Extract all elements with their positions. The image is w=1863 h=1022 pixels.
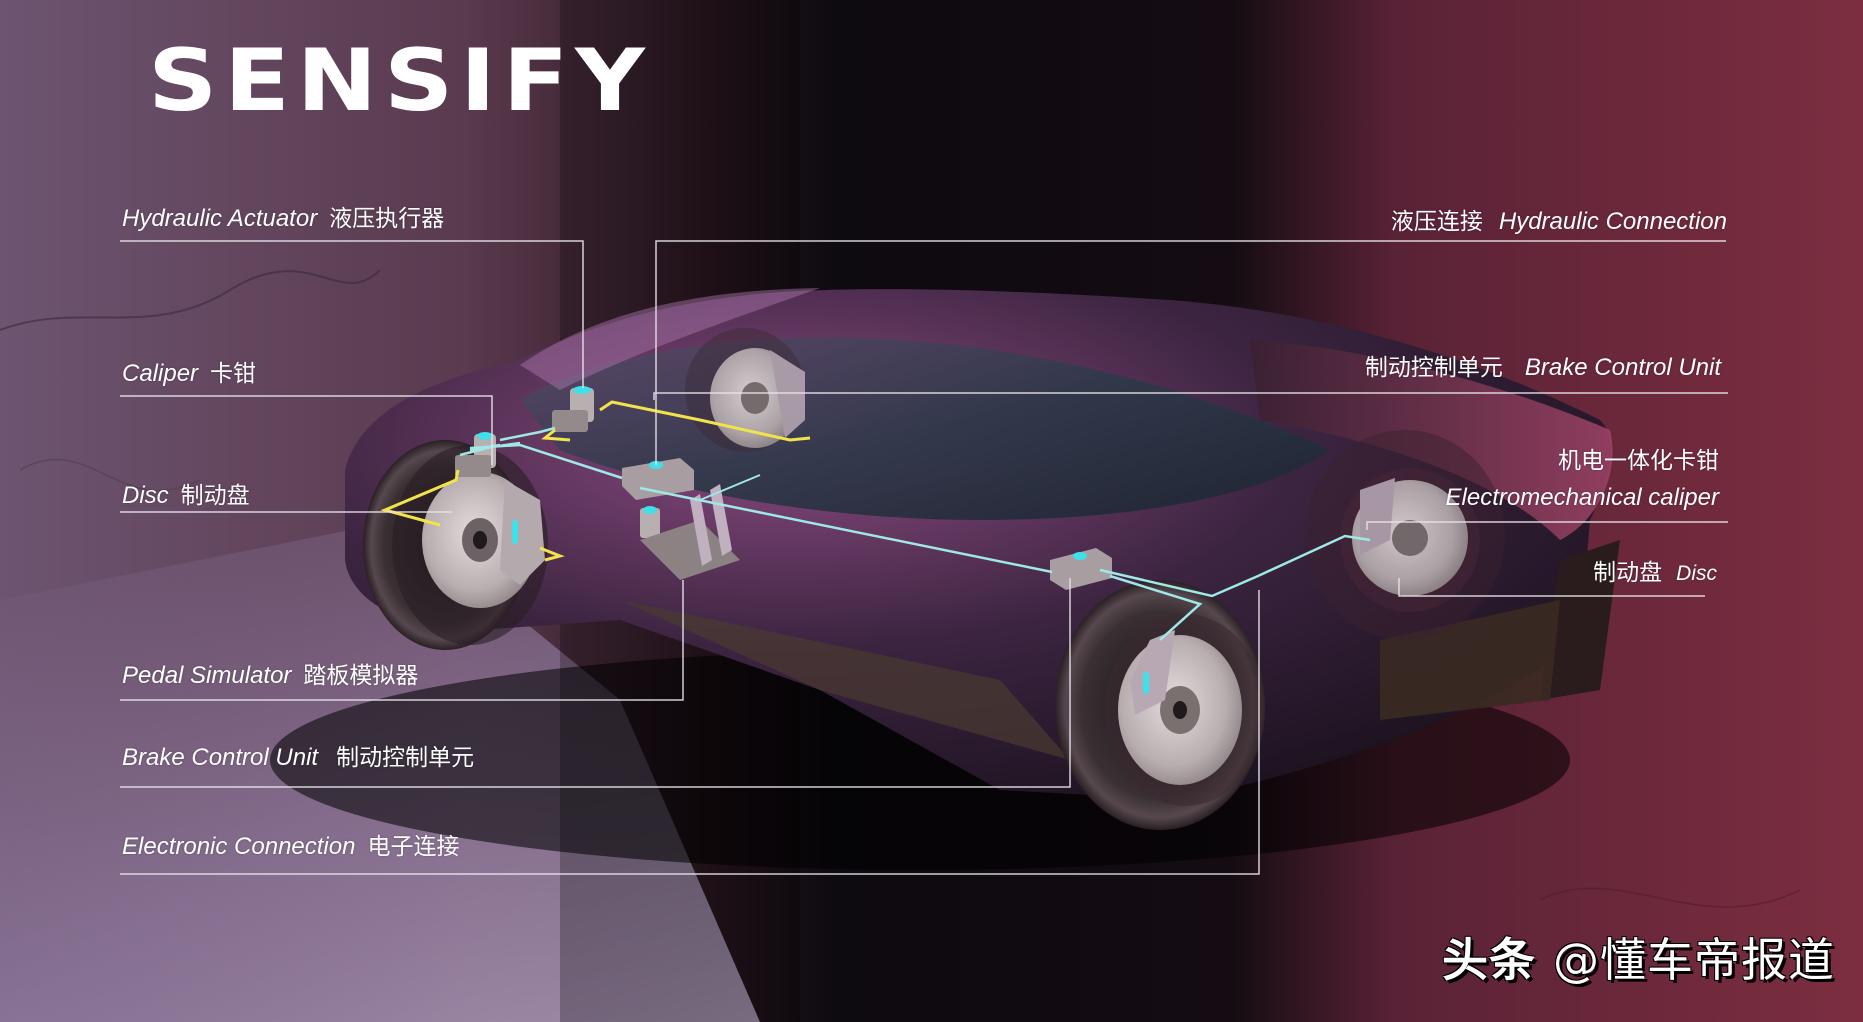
label-zh: 卡钳 bbox=[210, 361, 257, 387]
label-brake-control-unit: Brake Control Unit 制动控制单元 bbox=[122, 746, 474, 770]
label-zh: 制动控制单元 bbox=[1364, 355, 1503, 381]
label-electromechanical-caliper-zh: 机电一体化卡钳 bbox=[1558, 449, 1719, 473]
label-zh: 制动控制单元 bbox=[336, 745, 475, 771]
label-brake-control-unit-right: 制动控制单元 Brake Control Unit bbox=[1365, 356, 1721, 380]
label-en: Hydraulic Connection bbox=[1498, 208, 1727, 235]
label-en: Electronic Connection bbox=[122, 833, 356, 860]
label-pedal-simulator: Pedal Simulator 踏板模拟器 bbox=[122, 664, 418, 688]
label-en: Disc bbox=[1676, 562, 1717, 585]
label-caliper: Caliper 卡钳 bbox=[122, 362, 256, 386]
label-en: Pedal Simulator bbox=[122, 662, 292, 689]
label-electronic-connection: Electronic Connection 电子连接 bbox=[122, 835, 459, 859]
watermark: 头条 @懂车帝报道 bbox=[1442, 924, 1835, 990]
watermark-platform: 头条 bbox=[1441, 933, 1536, 987]
label-hydraulic-connection: 液压连接 Hydraulic Connection bbox=[1391, 210, 1727, 234]
label-hydraulic-actuator: Hydraulic Actuator 液压执行器 bbox=[122, 207, 444, 231]
label-zh: 机电一体化卡钳 bbox=[1558, 448, 1719, 474]
front-right-wheel bbox=[1055, 580, 1265, 830]
label-disc: Disc 制动盘 bbox=[122, 484, 250, 508]
label-en: Brake Control Unit bbox=[1524, 354, 1721, 381]
label-en: Brake Control Unit bbox=[122, 744, 319, 771]
sensify-logo: SENSIFY bbox=[148, 31, 652, 131]
pedal-simulator bbox=[640, 484, 740, 580]
label-en: Hydraulic Actuator bbox=[122, 205, 318, 232]
hydraulic-actuator-front bbox=[552, 386, 594, 432]
label-zh: 制动盘 bbox=[180, 483, 250, 509]
watermark-account: 懂车帝报道 bbox=[1600, 933, 1835, 987]
label-zh: 液压执行器 bbox=[329, 206, 445, 232]
label-en: Caliper bbox=[122, 360, 199, 387]
label-electromechanical-caliper-en: Electromechanical caliper bbox=[1446, 486, 1719, 510]
label-zh: 制动盘 bbox=[1593, 560, 1663, 586]
rear-right-wheel bbox=[1305, 430, 1505, 640]
watermark-at: @ bbox=[1553, 933, 1600, 987]
rear-left-disc bbox=[685, 328, 805, 452]
label-zh: 电子连接 bbox=[367, 834, 460, 860]
label-zh: 液压连接 bbox=[1390, 209, 1483, 235]
label-en: Electromechanical caliper bbox=[1445, 484, 1719, 511]
label-disc-right: 制动盘 Disc bbox=[1593, 561, 1717, 585]
label-en: Disc bbox=[122, 482, 169, 509]
label-zh: 踏板模拟器 bbox=[303, 663, 419, 689]
